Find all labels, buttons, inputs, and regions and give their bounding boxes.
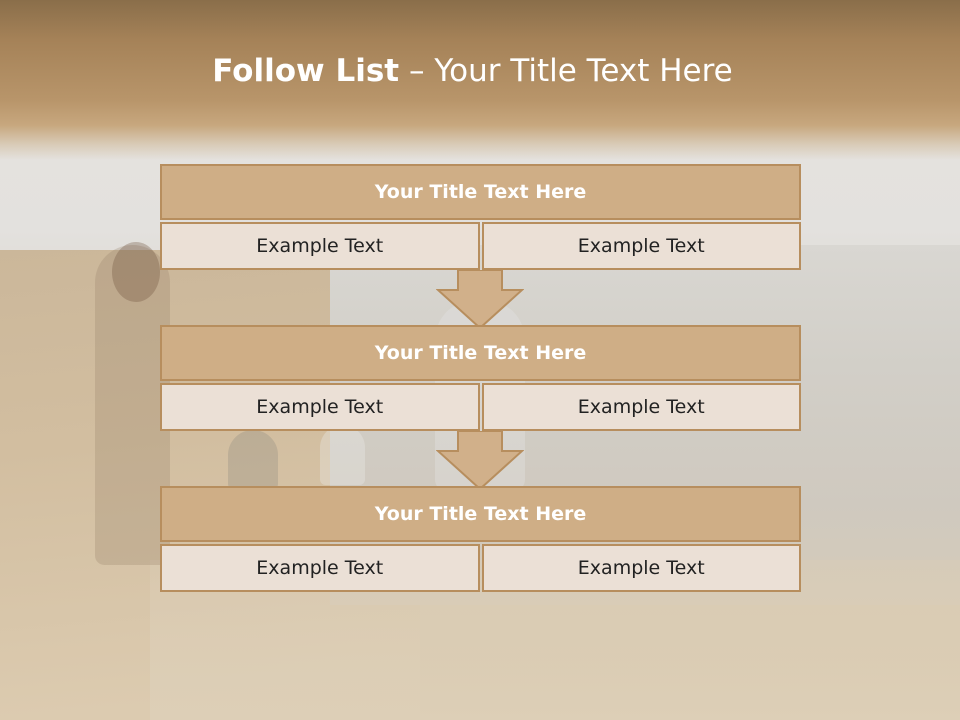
block-title: Your Title Text Here — [160, 325, 801, 381]
slide-title-rest: – Your Title Text Here — [399, 53, 733, 89]
list-block-1: Your Title Text Here Example Text Exampl… — [160, 164, 801, 270]
block-cell-right: Example Text — [481, 222, 801, 270]
list-block-2: Your Title Text Here Example Text Exampl… — [160, 325, 801, 431]
block-cell-left: Example Text — [160, 222, 480, 270]
slide-title: Follow List – Your Title Text Here — [0, 53, 945, 89]
block-row: Example Text Example Text — [160, 222, 801, 270]
child-figure-photo — [320, 425, 365, 485]
woman-head-photo — [112, 242, 160, 302]
block-cell-left: Example Text — [160, 383, 480, 431]
down-arrow-icon — [436, 431, 524, 491]
block-row: Example Text Example Text — [160, 544, 801, 592]
woman-figure-photo — [95, 245, 170, 565]
block-cell-right: Example Text — [481, 383, 801, 431]
block-row: Example Text Example Text — [160, 383, 801, 431]
list-block-3: Your Title Text Here Example Text Exampl… — [160, 486, 801, 592]
down-arrow-icon — [436, 270, 524, 330]
child-figure-photo — [228, 430, 278, 490]
block-title: Your Title Text Here — [160, 486, 801, 542]
block-cell-left: Example Text — [160, 544, 480, 592]
header-band — [0, 0, 960, 160]
slide-title-bold: Follow List — [212, 53, 400, 89]
block-cell-right: Example Text — [481, 544, 801, 592]
block-title: Your Title Text Here — [160, 164, 801, 220]
